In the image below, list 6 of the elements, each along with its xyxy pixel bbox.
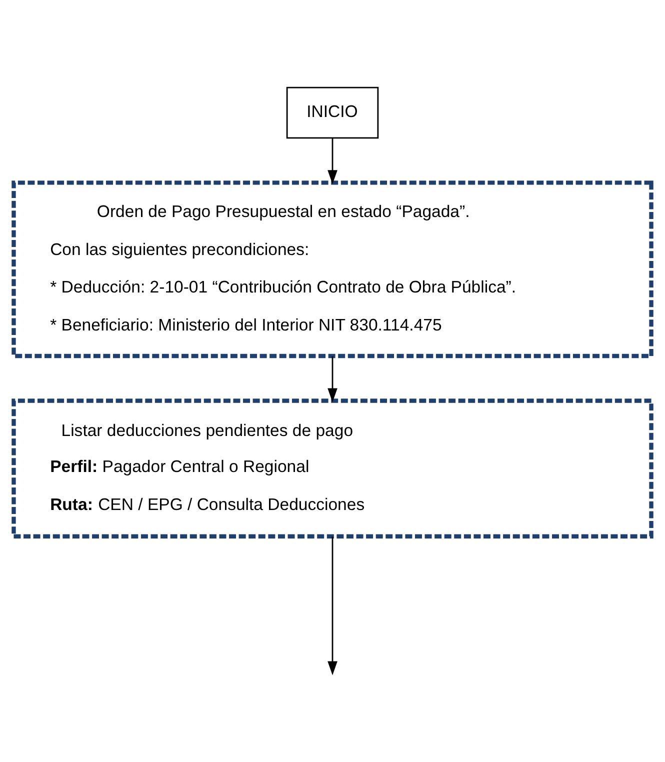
arrow [328, 138, 338, 184]
arrow [328, 536, 338, 676]
node-box: Listar deducciones pendientes de pago Perfil: Pagador Central o Regional Ruta: CEN / EPG / Consulta Deducciones [12, 398, 654, 538]
node-box: INICIO [286, 86, 379, 139]
node-box: Orden de Pago Presupuestal en estado “Pagada”. Con las siguientes precondiciones: * Deducción: 2-10-01 “Contribución Contrato de Obra Pública”. * Beneficiario: Ministerio del Interior NIT 830.114.475 [12, 180, 654, 358]
arrow [328, 356, 338, 402]
